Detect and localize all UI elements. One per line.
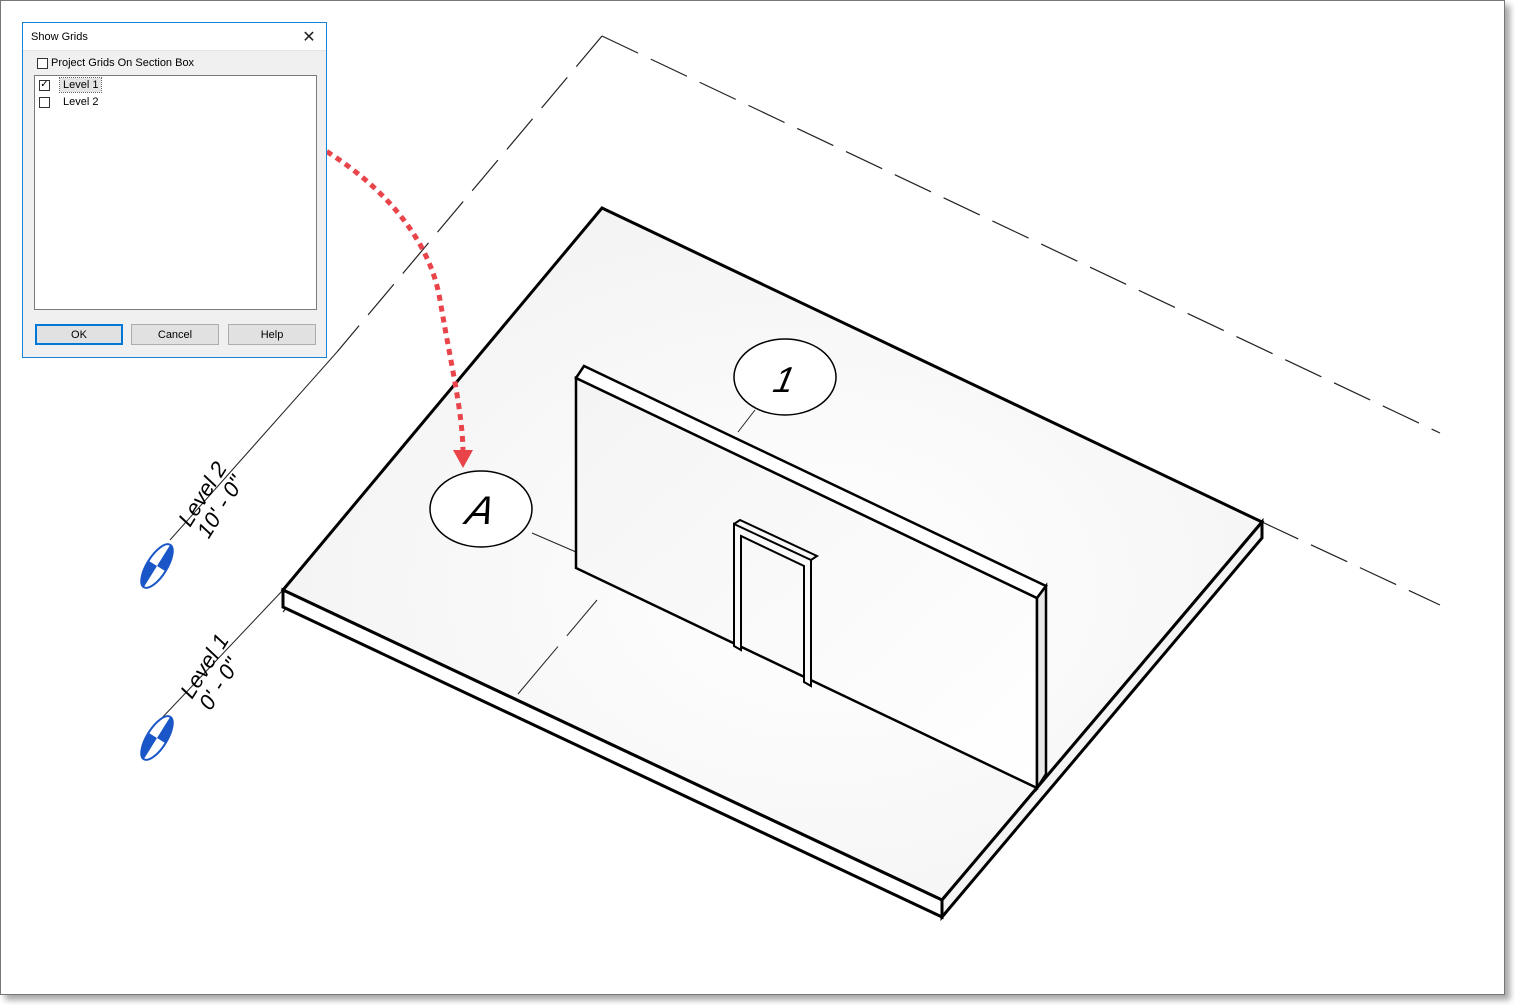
ok-button[interactable]: OK — [35, 324, 123, 345]
door — [733, 518, 820, 688]
help-button[interactable]: Help — [228, 324, 316, 345]
level-marker-2[interactable]: Level 2 10' - 0" — [135, 457, 250, 592]
levels-listbox[interactable]: ✓ Level 1 Level 2 — [34, 75, 317, 310]
grid-bubble-a[interactable]: A — [429, 470, 533, 548]
project-grids-checkbox-label: Project Grids On Section Box — [51, 57, 195, 69]
project-grids-checkbox[interactable] — [37, 57, 48, 69]
project-grids-checkbox-row[interactable]: Project Grids On Section Box — [37, 55, 194, 71]
level-1-label: Level 1 — [58, 77, 103, 93]
close-icon[interactable]: ✕ — [302, 28, 316, 46]
level-2-label: Level 2 — [63, 96, 99, 108]
level-2-checkbox[interactable] — [39, 96, 50, 108]
level-marker-1[interactable]: Level 1 0' - 0" — [135, 629, 252, 764]
list-item-level-2[interactable]: Level 2 — [35, 94, 316, 110]
dialog-title: Show Grids — [31, 30, 88, 43]
list-item-level-1[interactable]: ✓ Level 1 — [35, 77, 316, 93]
level-lines — [159, 351, 338, 721]
annotation-arrow-head — [453, 450, 473, 468]
level-1-checkbox[interactable]: ✓ — [39, 79, 50, 91]
cancel-button[interactable]: Cancel — [131, 324, 219, 345]
show-grids-dialog: Show Grids ✕ Project Grids On Section Bo… — [22, 22, 327, 358]
dialog-titlebar[interactable]: Show Grids ✕ — [23, 23, 326, 51]
grid-bubble-1[interactable]: 1 — [733, 338, 837, 416]
